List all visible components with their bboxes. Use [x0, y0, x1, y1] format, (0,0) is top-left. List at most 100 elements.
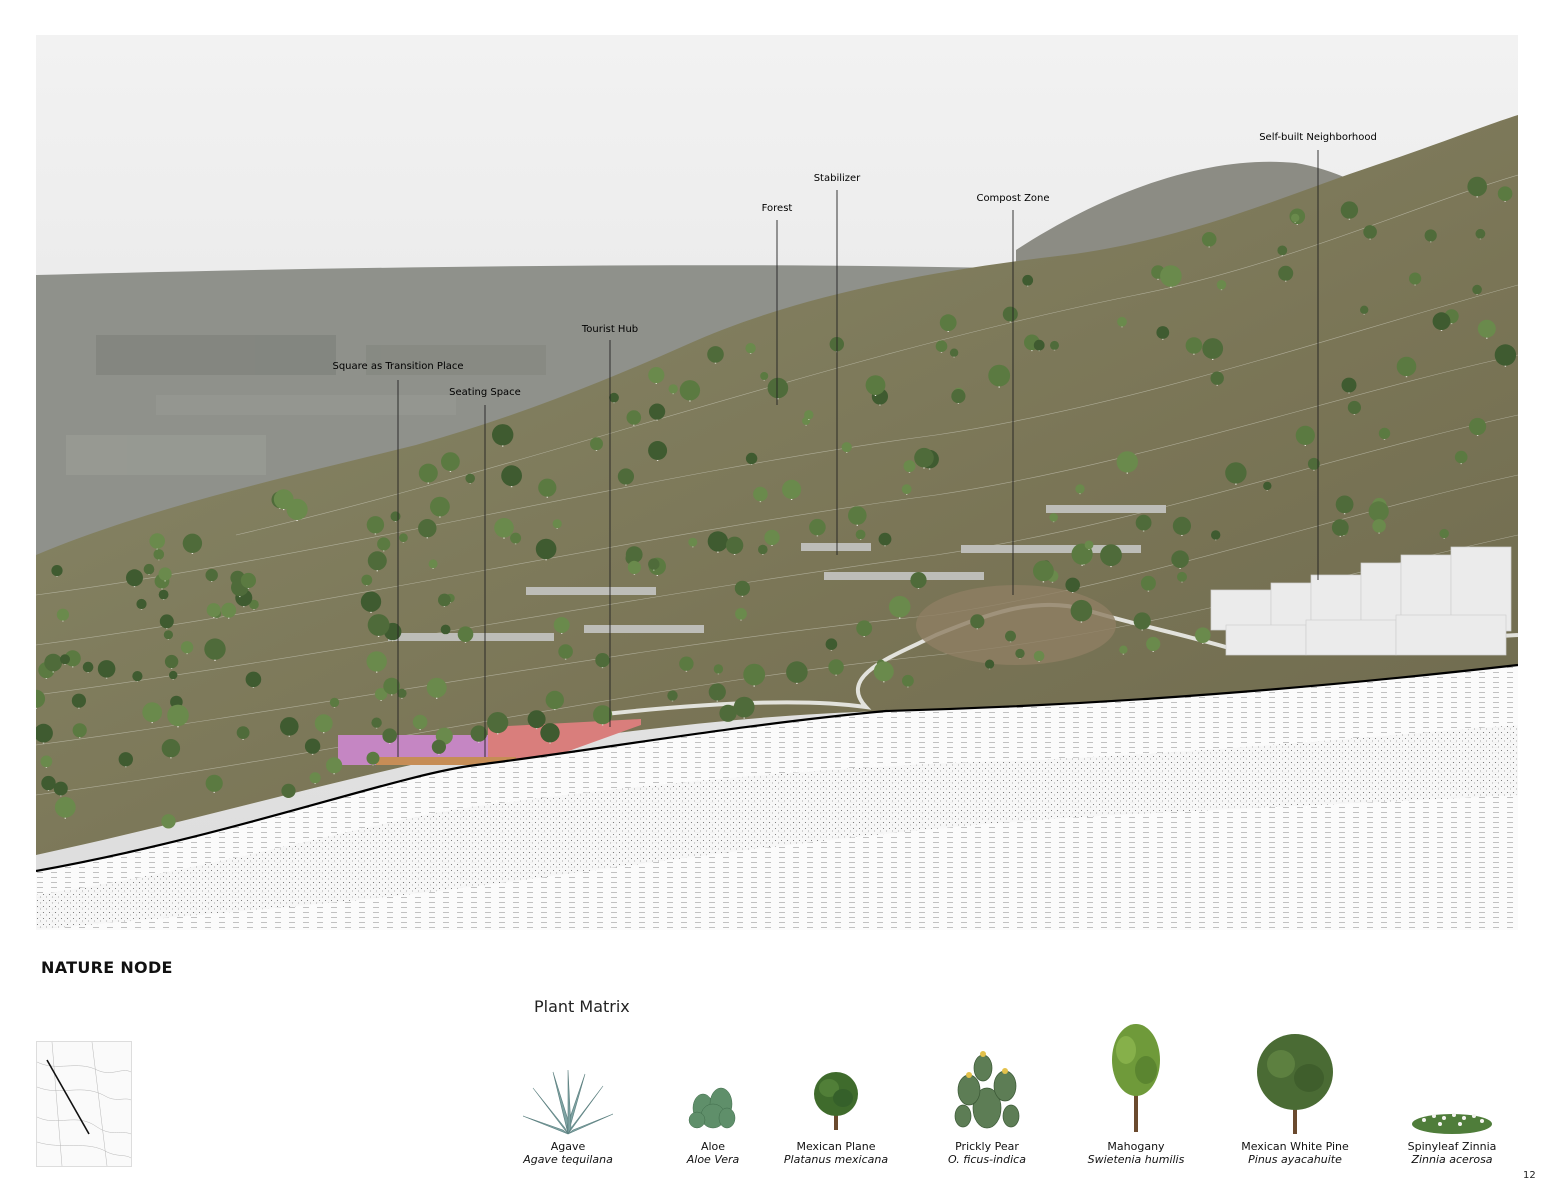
tree-canopy [236, 726, 250, 739]
plant-scientific-name: Pinus ayacahuite [1248, 1153, 1342, 1166]
tree-canopy [1396, 356, 1417, 377]
plant-name: Mexican Plane [796, 1140, 876, 1153]
tree-canopy [82, 661, 94, 673]
tree-canopy [366, 651, 387, 672]
tree-canopy [366, 516, 385, 534]
tree-canopy [441, 452, 460, 471]
tree-canopy [558, 644, 573, 659]
tree-canopy [1070, 599, 1093, 622]
tree-canopy [1467, 176, 1487, 197]
tree-canopy [44, 653, 63, 672]
key-map-thumbnail [36, 1041, 132, 1167]
tree-canopy [60, 654, 70, 665]
tree-canopy [159, 614, 174, 629]
pine-icon [1257, 1034, 1333, 1134]
tree-canopy [280, 717, 299, 736]
page-number: 12 [1523, 1170, 1536, 1181]
plant-scientific-name: Platanus mexicana [783, 1153, 889, 1166]
tree-canopy [428, 559, 438, 569]
tree-canopy [758, 544, 768, 555]
tree-canopy [492, 424, 514, 446]
tree-canopy [760, 372, 769, 380]
tree-canopy [206, 603, 221, 618]
callout-compost: Compost Zone [976, 193, 1050, 204]
tree-canopy [161, 739, 181, 758]
tree-canopy [465, 473, 476, 484]
plant-matrix-title: Plant Matrix [534, 997, 630, 1016]
tree-canopy [1177, 571, 1187, 582]
tree-canopy [494, 518, 514, 538]
tree-canopy [593, 705, 613, 725]
tree-canopy [1335, 495, 1354, 514]
tree-canopy [648, 558, 660, 570]
tree-canopy [1005, 630, 1016, 642]
tree-canopy [382, 728, 398, 743]
tree-canopy [1065, 577, 1080, 593]
tree-canopy [878, 532, 892, 546]
tree-canopy [903, 460, 916, 473]
tree-canopy [383, 677, 401, 695]
tree-canopy [1133, 612, 1151, 630]
tree-canopy [510, 532, 522, 544]
tree-canopy [626, 410, 642, 425]
tree-canopy [1331, 519, 1349, 536]
plant-scientific-name: O. ficus-indica [948, 1153, 1026, 1166]
callout-seating: Seating Space [449, 387, 521, 398]
tree-canopy [164, 654, 179, 669]
tree-canopy [841, 442, 852, 453]
tree-canopy [1277, 245, 1288, 256]
tree-canopy [1171, 550, 1189, 568]
tree-canopy [54, 796, 76, 818]
tree-canopy [366, 751, 380, 765]
tree-canopy [855, 529, 866, 540]
hillside [36, 115, 1518, 855]
tree-canopy [764, 529, 780, 546]
plant-mexican-white-pine-label: Mexican White Pine Pinus ayacahuite [1241, 1140, 1349, 1166]
tree-canopy [939, 314, 957, 332]
tree-canopy [902, 674, 914, 687]
tree-canopy [1372, 519, 1386, 533]
tree-canopy [240, 572, 256, 589]
tree-canopy [1050, 340, 1059, 350]
callout-lines [397, 150, 1319, 757]
tree-canopy [538, 478, 557, 497]
tree-canopy [1472, 284, 1482, 295]
tree-canopy [745, 452, 758, 465]
tree-canopy [161, 814, 176, 829]
tree-canopy [440, 624, 451, 635]
plant-prickly-pear-label: Prickly Pear O. ficus-indica [948, 1140, 1026, 1166]
plant-spinyleaf-zinnia [1410, 1106, 1494, 1138]
tree-canopy [167, 704, 189, 727]
mahogany-icon [1112, 1024, 1160, 1132]
plant-agave [522, 1068, 614, 1140]
tree-canopy [856, 620, 873, 637]
tree-canopy [1475, 228, 1486, 239]
tree-canopy [707, 346, 724, 363]
tree-canopy [552, 519, 562, 529]
tree-canopy [163, 630, 173, 640]
tree-canopy [304, 738, 321, 754]
zinnia-icon [1412, 1113, 1492, 1134]
tree-canopy [1201, 232, 1217, 247]
tree-canopy [648, 441, 668, 460]
tree-canopy [1363, 225, 1377, 239]
key-map-drawing [36, 1041, 132, 1167]
tree-canopy [205, 774, 223, 792]
plant-prickly-pear [947, 1046, 1027, 1136]
tree-canopy [1033, 560, 1054, 582]
tree-canopy [169, 670, 178, 680]
tree-canopy [426, 677, 447, 698]
compost-zone [916, 585, 1116, 665]
tree-canopy [1347, 400, 1361, 415]
tree-canopy [1216, 280, 1227, 290]
tree-canopy [719, 704, 737, 722]
tree-canopy [753, 486, 768, 502]
neighborhood-blocks [1210, 546, 1512, 656]
tree-canopy [314, 714, 333, 733]
tree-canopy [708, 683, 726, 701]
tree-canopy [733, 696, 755, 718]
tree-canopy [273, 489, 294, 510]
tree-canopy [1140, 575, 1156, 591]
plant-scientific-name: Agave tequilana [523, 1153, 613, 1166]
tree-canopy [245, 671, 262, 688]
